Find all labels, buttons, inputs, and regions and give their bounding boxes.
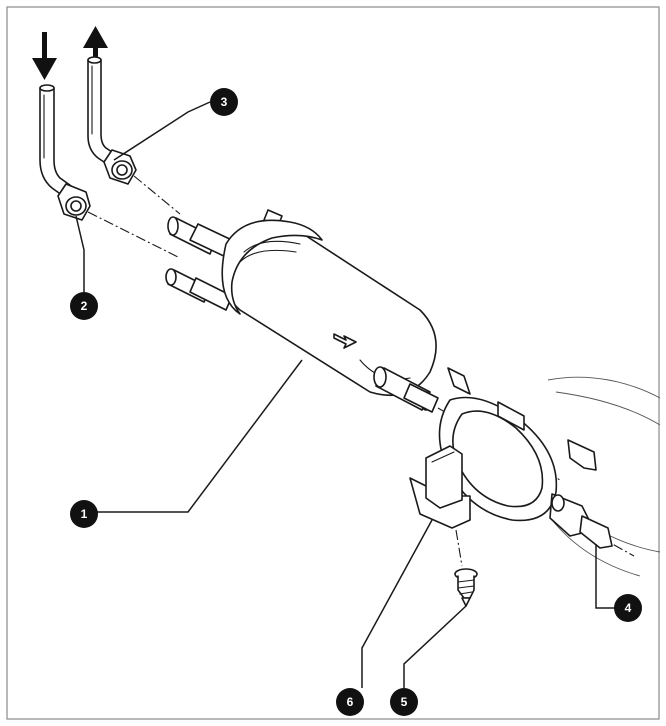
axis-line-lower	[87, 211, 181, 259]
mounting-screw	[454, 568, 478, 607]
flow-arrow-up-icon	[83, 26, 108, 58]
svg-text:5: 5	[401, 695, 408, 709]
svg-text:2: 2	[81, 299, 88, 313]
quick-connector-2	[57, 183, 91, 221]
callout-1: 1	[70, 500, 98, 528]
axis-line-upper	[133, 175, 181, 215]
mounting-clamp	[409, 367, 597, 529]
flow-arrow-down-icon	[32, 32, 57, 80]
callout-6: 6	[336, 688, 364, 716]
svg-text:3: 3	[221, 95, 228, 109]
callout-2: 2	[70, 292, 98, 320]
axis-line-screw	[455, 529, 463, 567]
quick-connector-3	[103, 149, 137, 185]
flow-direction-arrow-icon	[333, 333, 357, 349]
pipe-connector-4	[549, 493, 613, 549]
diagram-frame	[6, 6, 660, 720]
leader-lines	[75, 101, 618, 688]
filter-outlet-nipple	[373, 366, 439, 413]
svg-text:4: 4	[625, 601, 632, 615]
svg-text:6: 6	[347, 695, 354, 709]
fuel-filter-body	[221, 219, 437, 396]
inlet-fuel-line	[39, 84, 75, 199]
outlet-fuel-line	[87, 56, 119, 167]
callout-3: 3	[210, 88, 238, 116]
callout-4: 4	[614, 594, 642, 622]
svg-text:1: 1	[81, 507, 88, 521]
callout-5: 5	[390, 688, 418, 716]
